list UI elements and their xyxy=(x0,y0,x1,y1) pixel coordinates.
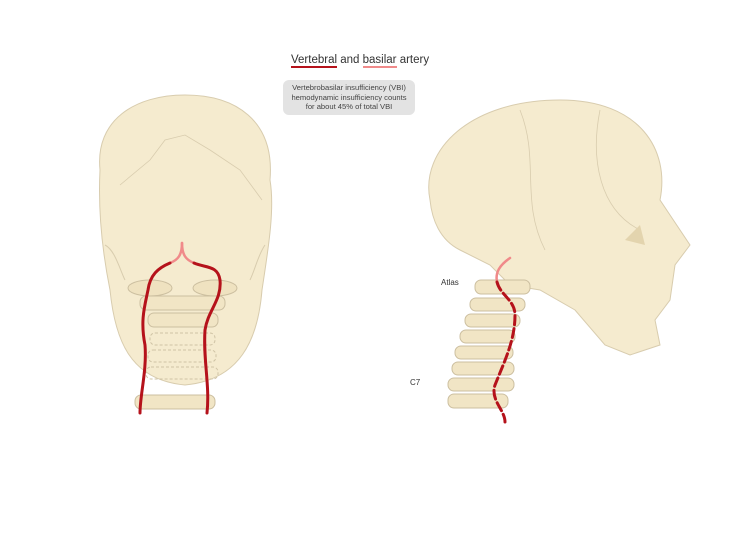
label-c7: C7 xyxy=(410,378,421,387)
note-line: Vertebrobasilar insufficiency (VBI) xyxy=(292,83,406,92)
note-line: hemodynamic insufficiency counts xyxy=(291,92,407,102)
legend-artery: artery xyxy=(396,54,430,66)
legend-vertebral: Vertebral xyxy=(291,54,338,68)
vertebral-arteries-posterior xyxy=(138,241,222,415)
note-line: for about 45% of total VBI xyxy=(305,102,393,111)
legend-and: and xyxy=(337,54,363,66)
artery-legend: Vertebral and basilar artery xyxy=(291,54,430,68)
label-atlas: Atlas xyxy=(441,278,459,287)
cervical-spine-lateral xyxy=(447,279,531,409)
skull-posterior-view xyxy=(98,94,273,410)
vbi-note: Vertebrobasilar insufficiency (VBI) hemo… xyxy=(283,80,415,115)
vertebral-artery-lateral xyxy=(492,256,517,424)
legend-basilar: basilar xyxy=(362,54,397,68)
skull-lateral-view xyxy=(428,99,691,356)
